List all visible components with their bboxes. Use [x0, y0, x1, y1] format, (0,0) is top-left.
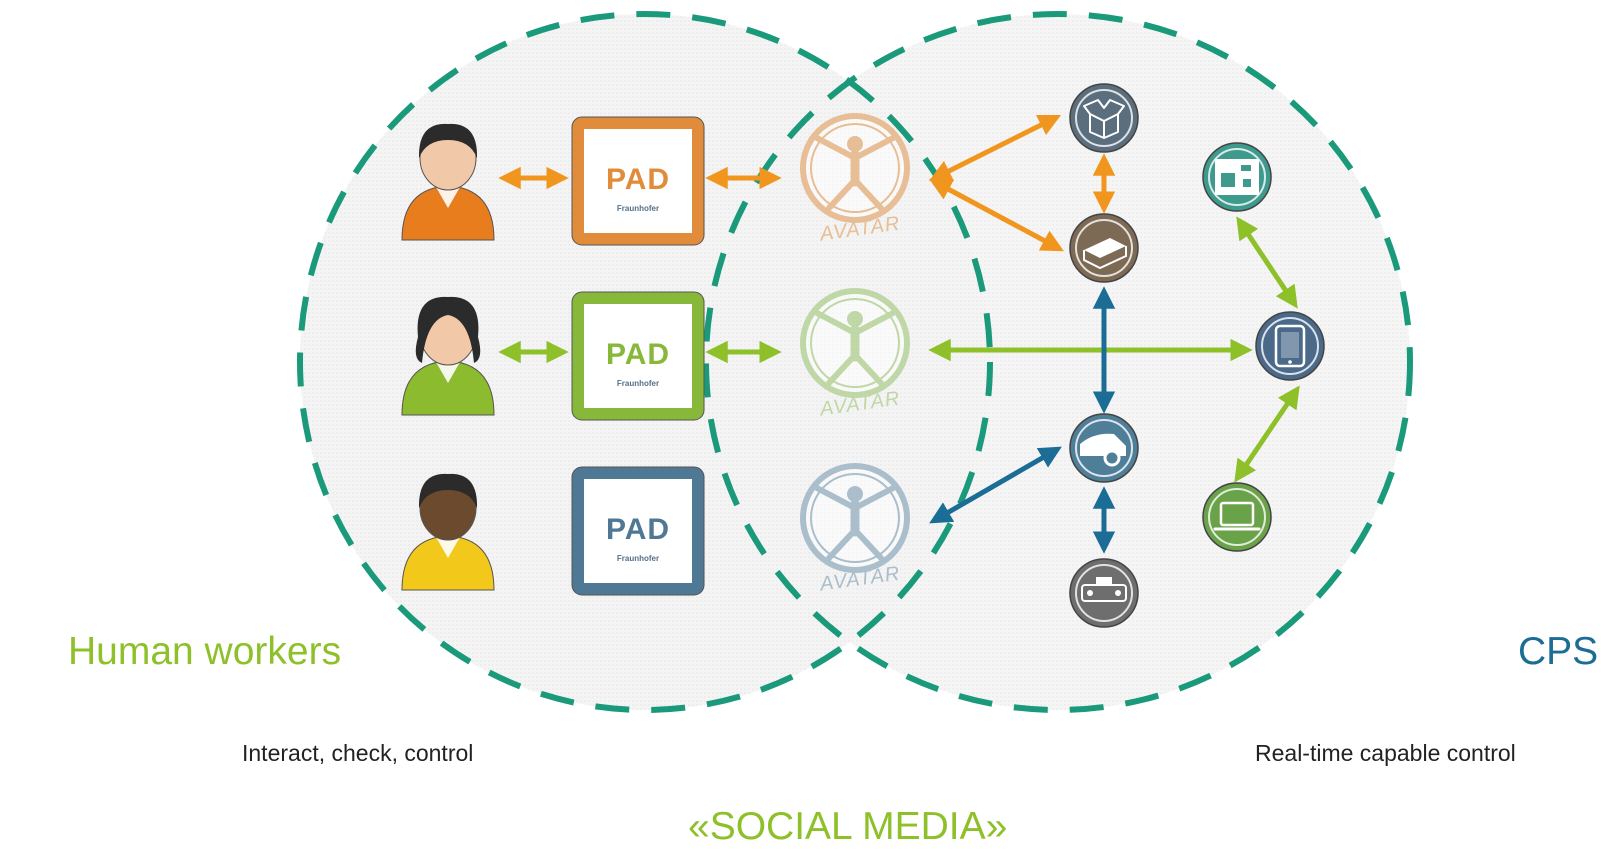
pad-device: PAD Fraunhofer — [571, 466, 705, 596]
pad-label: PAD — [606, 338, 670, 371]
bidirectional-arrow — [929, 446, 1062, 524]
pad-brand: Fraunhofer — [617, 204, 659, 213]
avatar-icon: AVATAR — [800, 288, 910, 421]
pallet-icon — [1069, 213, 1139, 283]
worker-icon — [401, 473, 495, 591]
pad-label: PAD — [606, 163, 670, 196]
tablet-icon — [1255, 311, 1325, 381]
laptop-icon — [1202, 482, 1272, 552]
pad-brand: Fraunhofer — [617, 379, 659, 388]
cps-devices — [1069, 83, 1325, 628]
workers-column — [401, 123, 495, 591]
vehicle-icon — [1069, 413, 1139, 483]
right-caption: Real-time capable control — [1255, 740, 1516, 766]
human-workers-label: Human workers — [68, 630, 342, 673]
bidirectional-arrow — [1236, 216, 1298, 309]
avatars-column: AVATAR AVATAR AVATAR — [800, 113, 910, 596]
left-caption: Interact, check, control — [242, 740, 474, 766]
avatar-icon: AVATAR — [800, 463, 910, 596]
bidirectional-arrow — [1234, 385, 1300, 483]
worker-icon — [401, 296, 495, 416]
social-media-label: «SOCIAL MEDIA» — [688, 805, 1008, 848]
bidirectional-arrow — [928, 114, 1062, 182]
conveyor-icon — [1069, 558, 1139, 628]
connection-arrows — [498, 114, 1300, 554]
pad-label: PAD — [606, 513, 670, 546]
package-icon — [1202, 142, 1272, 212]
right-circle-border — [703, 11, 1413, 713]
bidirectional-arrow — [929, 178, 1064, 252]
box-icon — [1069, 83, 1139, 153]
worker-icon — [401, 123, 495, 241]
left-circle-border — [297, 11, 993, 713]
pad-device: PAD Fraunhofer — [571, 116, 705, 246]
avatar-icon: AVATAR — [800, 113, 910, 246]
pad-device: PAD Fraunhofer — [571, 291, 705, 421]
cps-label: CPS — [1518, 630, 1599, 673]
pad-brand: Fraunhofer — [617, 554, 659, 563]
